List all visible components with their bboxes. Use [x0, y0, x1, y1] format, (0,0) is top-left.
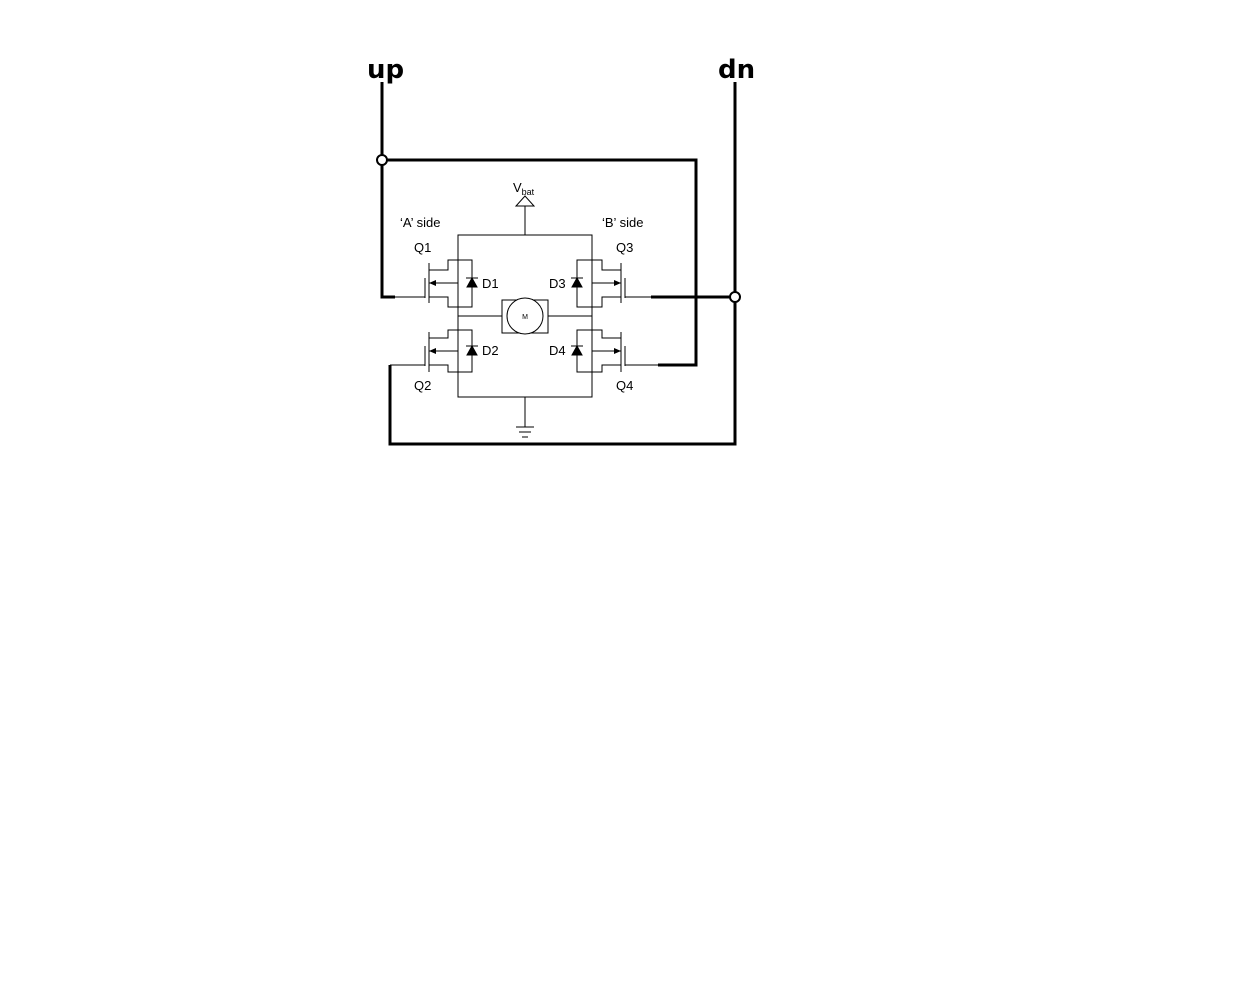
motor-icon: [506, 297, 544, 335]
label-d3: D3: [549, 276, 566, 291]
diode-d3-icon: [571, 276, 583, 288]
up-junction: [376, 154, 388, 166]
diode-d1-icon: [466, 276, 478, 288]
side-label-b: ‘B’ side: [602, 215, 643, 230]
q2-arrow-icon: [429, 348, 436, 354]
vbat-label: Vbat: [513, 180, 535, 197]
label-q1: Q1: [414, 240, 431, 255]
up-wire-to-q1-gate: [380, 82, 395, 299]
label-q2: Q2: [414, 378, 431, 393]
vbat-supply: Vbat: [513, 180, 536, 235]
q1-drain: [429, 259, 458, 271]
q2-drain: [429, 329, 458, 339]
q1-source: [429, 296, 458, 308]
transistor-q2: Q2 D2: [390, 329, 499, 393]
q4-source: [592, 364, 621, 373]
q3-drain: [592, 259, 621, 271]
top-rail: [457, 234, 593, 260]
label-d2: D2: [482, 343, 499, 358]
label-d4: D4: [549, 343, 566, 358]
q4-drain: [592, 329, 621, 339]
q3-source: [592, 296, 621, 308]
diode-d2-icon: [466, 344, 478, 356]
transistor-q4: Q4 D4: [549, 329, 658, 393]
q4-arrow-icon: [614, 348, 621, 354]
diode-d4-icon: [571, 344, 583, 356]
control-wiring: [376, 82, 741, 446]
dn-junction: [729, 291, 741, 303]
label-q3: Q3: [616, 240, 633, 255]
q3-arrow-icon: [614, 280, 621, 286]
side-label-a: ‘A’ side: [400, 215, 440, 230]
dn-wire-to-q2-gate: [388, 82, 737, 446]
motor: M: [458, 297, 592, 335]
label-q4: Q4: [616, 378, 633, 393]
label-d1: D1: [482, 276, 499, 291]
transistor-q3: Q3 D3: [549, 240, 651, 308]
q2-source: [429, 364, 458, 373]
net-label-up: up: [367, 55, 404, 85]
transistor-q1: Q1 D1: [395, 240, 499, 308]
up-wire-to-q4-gate: [382, 158, 698, 367]
q1-arrow-icon: [429, 280, 436, 286]
net-label-dn: dn: [718, 55, 755, 85]
vbat-arrow-icon: [514, 195, 536, 207]
motor-label: M: [522, 314, 528, 321]
ground-icon: [516, 397, 534, 438]
bottom-rail: [457, 372, 593, 398]
